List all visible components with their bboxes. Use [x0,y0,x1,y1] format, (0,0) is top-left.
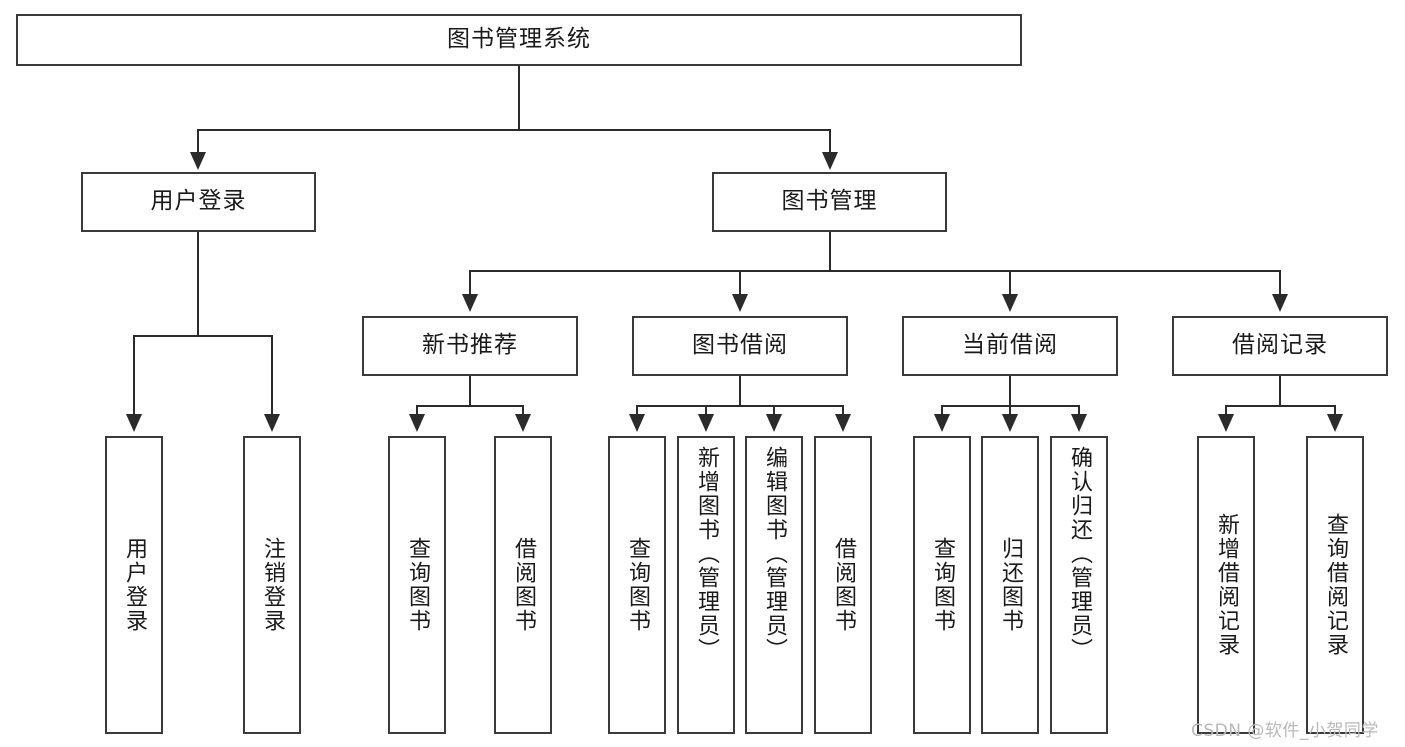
edge-root-bus [197,129,831,131]
leaf-borrow-record-query[interactable]: 查询借阅记录 [1306,436,1364,734]
leaf-current-borrow-return[interactable]: 归还图书 [981,436,1039,734]
leaf-current-borrow-query[interactable]: 查询图书 [913,436,971,734]
node-book-borrow[interactable]: 图书借阅 [632,316,848,376]
arrowhead-new-book-leaf-2 [515,414,531,432]
edge-borrow-record-bus [1225,405,1335,407]
node-borrow-record[interactable]: 借阅记录 [1172,316,1388,376]
edge-new-book-to-leaf-1 [416,405,418,417]
arrowhead-book-borrow-leaf-3 [766,414,782,432]
arrowhead-root-to-book-manage [822,152,838,170]
node-label: 查询图书 [404,537,430,633]
edge-book-manage-to-borrow [739,270,741,296]
arrowhead-book-manage-current [1002,294,1018,312]
node-label: 用户登录 [150,188,247,215]
arrowhead-user-login-leaf-2 [264,414,280,432]
edge-book-manage-stem [829,232,831,272]
leaf-user-login-login[interactable]: 用户登录 [105,436,163,734]
edge-current-borrow-stem [1009,376,1011,406]
arrowhead-root-to-user-login [190,152,206,170]
arrowhead-book-manage-record [1272,294,1288,312]
edge-book-borrow-to-leaf-3 [773,405,775,417]
edge-user-login-to-leaf-2 [271,335,273,417]
arrowhead-book-borrow-leaf-4 [835,414,851,432]
edge-book-borrow-stem [739,376,741,406]
arrowhead-book-borrow-leaf-1 [629,414,645,432]
arrowhead-new-book-leaf-1 [409,414,425,432]
edge-book-manage-bus [469,270,1281,272]
node-label: 新书推荐 [422,332,518,359]
node-label: 图书借阅 [692,332,788,359]
leaf-user-login-logout[interactable]: 注销登录 [243,436,301,734]
edge-borrow-record-to-leaf-1 [1225,405,1227,417]
edge-book-manage-to-current [1009,270,1011,296]
edge-user-login-to-leaf-1 [133,335,135,417]
node-label: 编辑图书（管理员） [761,446,787,662]
edge-current-borrow-to-leaf-3 [1078,405,1080,417]
node-label: 借阅记录 [1232,332,1328,359]
leaf-borrow-record-add[interactable]: 新增借阅记录 [1197,436,1255,734]
edge-user-login-stem [197,232,199,336]
node-label: 注销登录 [259,537,285,633]
edge-book-borrow-to-leaf-2 [705,405,707,417]
edge-borrow-record-to-leaf-2 [1334,405,1336,417]
node-label: 查询借阅记录 [1322,513,1348,657]
node-label: 新增借阅记录 [1213,513,1239,657]
arrowhead-borrow-record-leaf-2 [1327,414,1343,432]
node-label: 图书管理系统 [447,26,591,53]
leaf-current-borrow-confirm[interactable]: 确认归还（管理员） [1050,436,1108,734]
arrowhead-borrow-record-leaf-1 [1218,414,1234,432]
edge-current-borrow-to-leaf-2 [1009,405,1011,417]
leaf-book-borrow-add[interactable]: 新增图书（管理员） [677,436,735,734]
node-current-borrow[interactable]: 当前借阅 [902,316,1118,376]
arrowhead-current-borrow-leaf-1 [934,414,950,432]
edge-user-login-bus [133,335,272,337]
arrowhead-current-borrow-leaf-3 [1071,414,1087,432]
node-new-book-recommend[interactable]: 新书推荐 [362,316,578,376]
edge-book-borrow-bus [636,405,843,407]
edge-new-book-to-leaf-2 [522,405,524,417]
node-label: 查询图书 [929,537,955,633]
node-label: 借阅图书 [510,537,536,633]
edge-book-manage-to-new-book [469,270,471,296]
arrowhead-book-manage-borrow [732,294,748,312]
arrowhead-book-borrow-leaf-2 [698,414,714,432]
leaf-new-book-borrow[interactable]: 借阅图书 [494,436,552,734]
leaf-book-borrow-query[interactable]: 查询图书 [608,436,666,734]
node-label: 图书管理 [781,188,878,215]
edge-book-manage-to-record [1279,270,1281,296]
node-label: 查询图书 [624,537,650,633]
node-user-login[interactable]: 用户登录 [81,172,316,232]
edge-book-borrow-to-leaf-4 [842,405,844,417]
node-label: 当前借阅 [962,332,1058,359]
node-root-system[interactable]: 图书管理系统 [16,14,1022,66]
edge-new-book-bus [416,405,523,407]
leaf-new-book-query[interactable]: 查询图书 [388,436,446,734]
leaf-book-borrow-borrow[interactable]: 借阅图书 [814,436,872,734]
edge-root-to-user-login [197,129,199,154]
leaf-book-borrow-edit[interactable]: 编辑图书（管理员） [745,436,803,734]
edge-borrow-record-stem [1279,376,1281,406]
edge-current-borrow-to-leaf-1 [941,405,943,417]
node-label: 新增图书（管理员） [693,446,719,662]
edge-root-stem [518,66,520,130]
arrowhead-current-borrow-leaf-2 [1002,414,1018,432]
arrowhead-book-manage-new-book [462,294,478,312]
node-label: 归还图书 [997,537,1023,633]
edge-book-borrow-to-leaf-1 [636,405,638,417]
node-label: 借阅图书 [830,537,856,633]
node-label: 用户登录 [121,537,147,633]
node-label: 确认归还（管理员） [1066,446,1092,662]
watermark: CSDN @软件_小贺同学 [1191,721,1379,741]
edge-root-to-book-manage [829,129,831,154]
node-book-manage[interactable]: 图书管理 [712,172,947,232]
arrowhead-user-login-leaf-1 [126,414,142,432]
edge-new-book-stem [469,376,471,406]
